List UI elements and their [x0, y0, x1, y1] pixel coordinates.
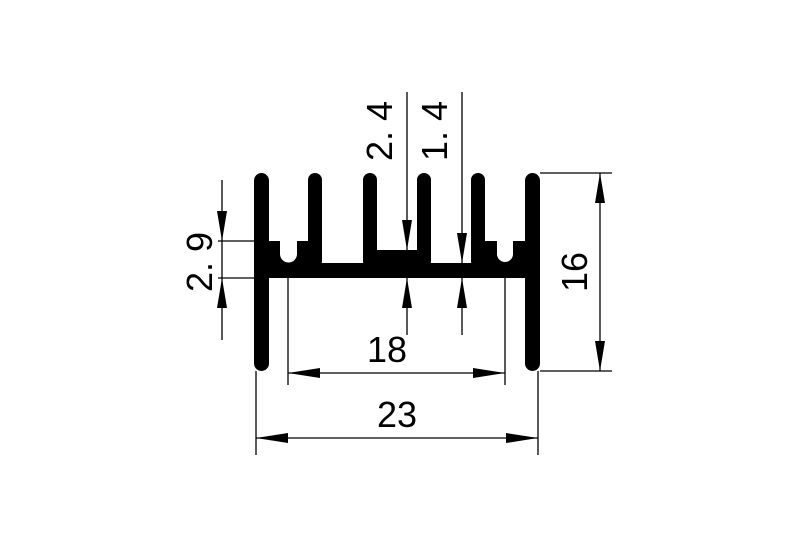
- label-16: 16: [554, 252, 595, 292]
- center-boss: [375, 250, 419, 265]
- dimension-overall-width: 23: [255, 371, 539, 455]
- outer-fin-right: [525, 173, 540, 371]
- label-2-9: 2. 9: [179, 232, 220, 292]
- label-2-4: 2. 4: [359, 101, 400, 161]
- inner-fin: [471, 173, 485, 268]
- inner-fin: [308, 173, 322, 268]
- dimension-center-slot-depth: 2. 4: [359, 92, 412, 335]
- inner-fin: [363, 173, 377, 268]
- outer-fin-left: [254, 173, 269, 371]
- inner-fin: [417, 173, 431, 268]
- dimension-fin-base-thickness: 2. 9: [179, 180, 254, 340]
- dimension-height: 16: [540, 172, 612, 372]
- label-18: 18: [367, 329, 407, 370]
- label-23: 23: [377, 394, 417, 435]
- label-1-4: 1. 4: [414, 101, 455, 161]
- right-boss-with-groove: [483, 241, 529, 265]
- base-plate: [265, 263, 529, 278]
- dimension-fin-thickness: 1. 4: [414, 92, 467, 335]
- left-boss-with-groove: [265, 241, 310, 265]
- dimension-inner-width: 18: [287, 278, 506, 385]
- heatsink-profile: [254, 173, 540, 371]
